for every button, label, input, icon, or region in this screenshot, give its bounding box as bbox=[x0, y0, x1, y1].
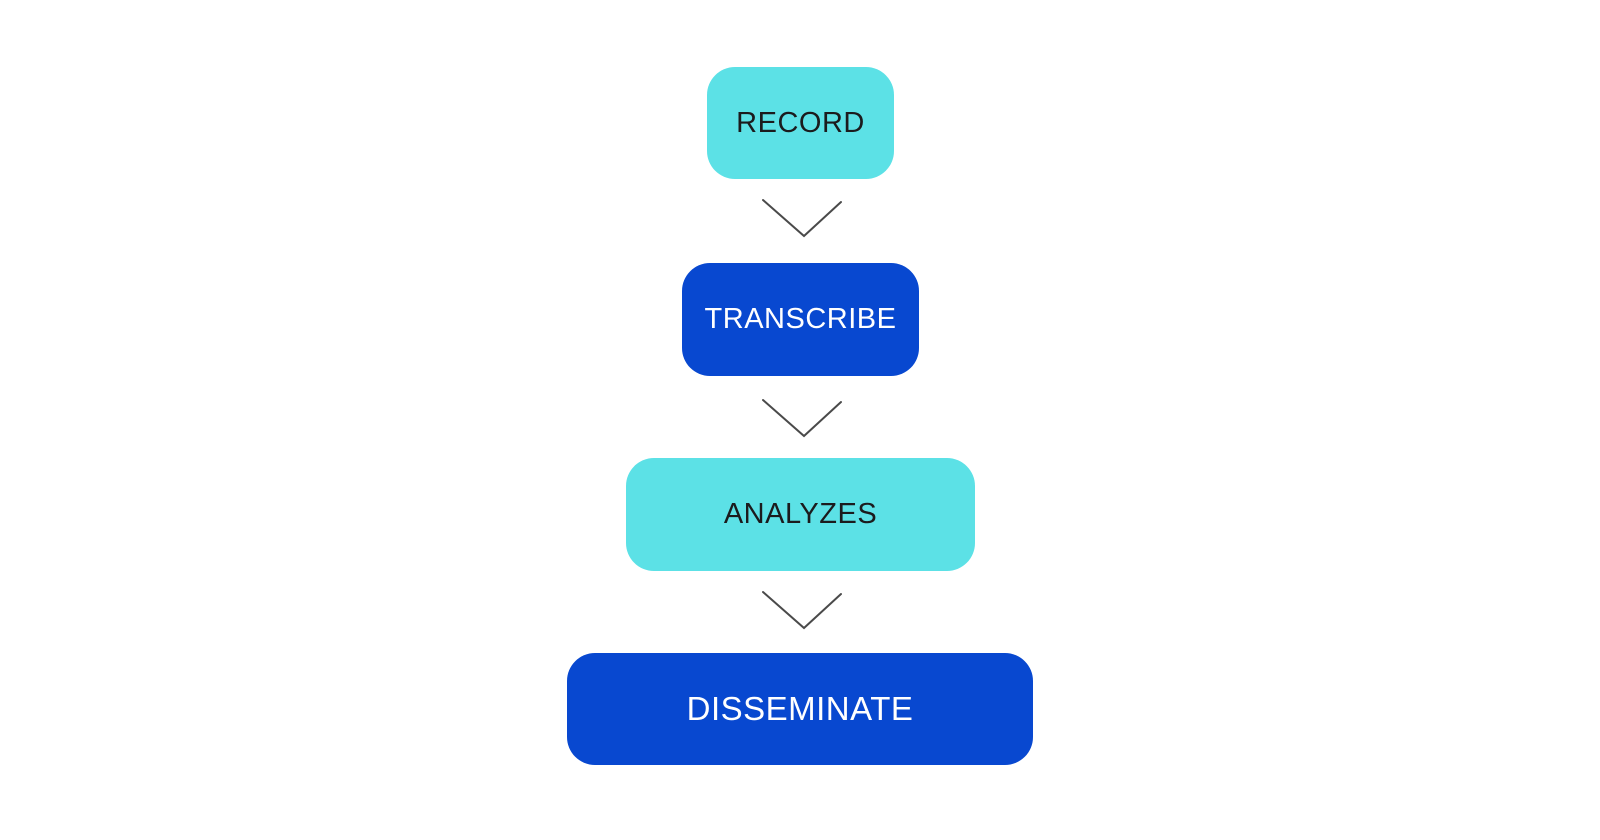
step-analyzes-label: ANALYZES bbox=[723, 498, 878, 530]
step-transcribe-label: TRANSCRIBE bbox=[704, 303, 897, 335]
chevron-down-icon bbox=[761, 197, 843, 239]
flowchart-step-disseminate: DISSEMINATE bbox=[567, 653, 1033, 765]
chevron-down-icon bbox=[761, 397, 843, 439]
flowchart-step-transcribe: TRANSCRIBE bbox=[682, 263, 919, 376]
flowchart-step-analyzes: ANALYZES bbox=[626, 458, 975, 571]
flowchart-step-record: RECORD bbox=[707, 67, 894, 179]
step-record-label: RECORD bbox=[736, 106, 865, 139]
step-disseminate-label: DISSEMINATE bbox=[686, 690, 914, 727]
chevron-down-icon bbox=[761, 589, 843, 631]
